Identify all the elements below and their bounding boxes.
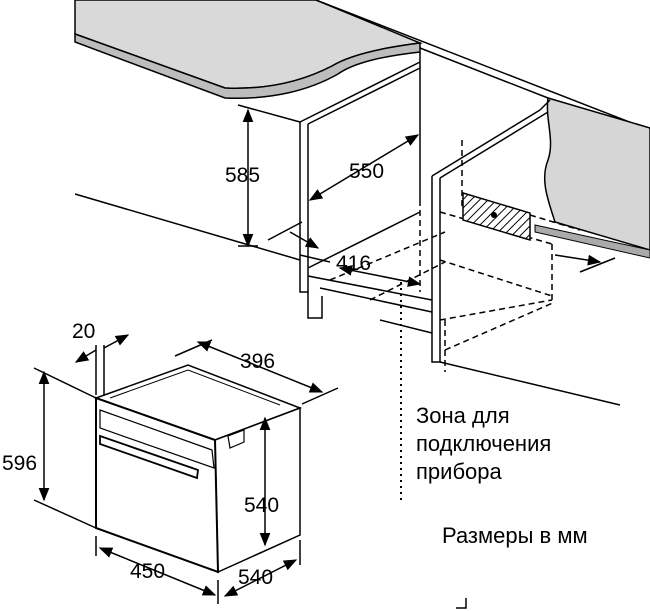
dim-niche-height: 585 [225, 164, 260, 187]
dim-body-depth: 540 [238, 566, 273, 589]
connection-zone-line-2: подключения [416, 431, 552, 456]
oven [93, 364, 303, 574]
dim-niche-depth: 550 [349, 160, 384, 183]
dim-front-height: 596 [2, 452, 37, 475]
connection-point [491, 212, 497, 218]
units-caption: Размеры в мм [442, 523, 588, 548]
cabinet-lines [74, 47, 621, 406]
connection-zone-line-1: Зона для [416, 403, 510, 428]
upper-dimension-lines [237, 104, 616, 287]
oven-handle [99, 434, 199, 480]
connection-zone-line-3: прибора [416, 459, 502, 484]
corner-mark [456, 598, 467, 609]
dim-front-frame: 20 [72, 320, 95, 343]
oven-bracket [227, 429, 245, 449]
connection-zone-caption: Зона для подключения прибора [416, 402, 551, 486]
wall [534, 97, 650, 259]
countertop-top [74, 0, 423, 90]
dim-top-width: 396 [240, 350, 275, 373]
dim-body-height: 540 [244, 494, 279, 517]
dim-front-width: 450 [130, 560, 165, 583]
wall-surface [543, 97, 650, 251]
oven-dimension-lines [33, 334, 339, 604]
wall-edge [534, 224, 650, 259]
dim-floor-opening: 416 [336, 252, 371, 275]
